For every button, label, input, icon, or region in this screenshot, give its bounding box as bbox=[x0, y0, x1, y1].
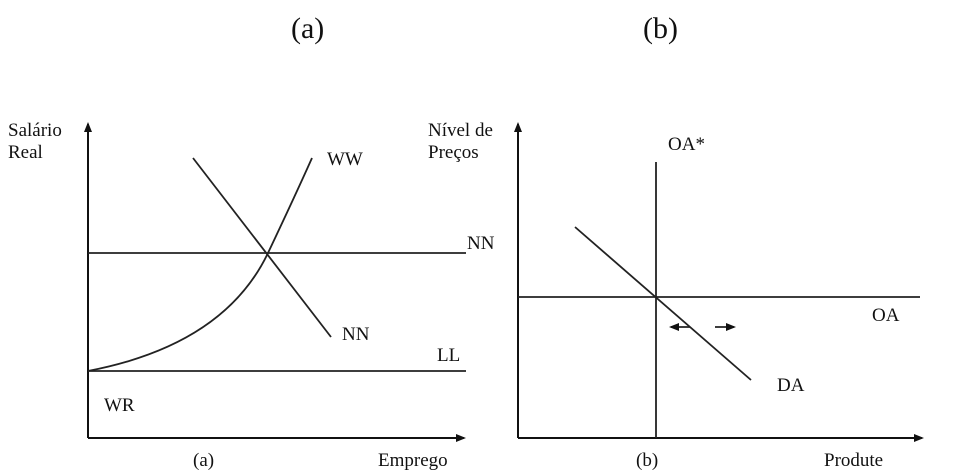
panel-b: Nível de Preços Produte (b) OA* OA DA bbox=[428, 120, 924, 471]
panel-a-nn-horizontal-label: NN bbox=[467, 233, 495, 254]
panel-a-y-label-line2: Real bbox=[8, 142, 43, 163]
panel-a-caption: (a) bbox=[193, 450, 214, 470]
panel-a-ll-label: LL bbox=[437, 345, 460, 366]
heading-b: (b) bbox=[643, 12, 678, 45]
panel-b-x-label: Produte bbox=[824, 450, 883, 470]
panel-a-nn-sloped-label: NN bbox=[342, 324, 370, 345]
panel-b-da-label: DA bbox=[777, 375, 805, 396]
panel-a: Salário Real Emprego (a) NN LL NN WW WR bbox=[8, 120, 495, 471]
heading-a: (a) bbox=[291, 12, 324, 45]
panel-b-caption: (b) bbox=[636, 450, 658, 470]
panel-b-oa-label: OA bbox=[872, 305, 900, 326]
panel-b-da-line bbox=[574, 226, 752, 381]
panel-a-wr-label: WR bbox=[104, 395, 135, 416]
panel-a-y-label-line1: Salário bbox=[8, 120, 62, 141]
panel-b-y-label-line2: Preços bbox=[428, 142, 479, 163]
panel-a-ww-curve bbox=[87, 157, 313, 372]
panel-a-nn-sloped-line bbox=[192, 157, 332, 338]
panel-b-y-label-line1: Nível de bbox=[428, 120, 493, 141]
panel-a-ww-label: WW bbox=[327, 149, 363, 170]
panel-b-oa-star-label: OA* bbox=[668, 134, 705, 155]
panel-a-x-label: Emprego bbox=[378, 450, 448, 470]
